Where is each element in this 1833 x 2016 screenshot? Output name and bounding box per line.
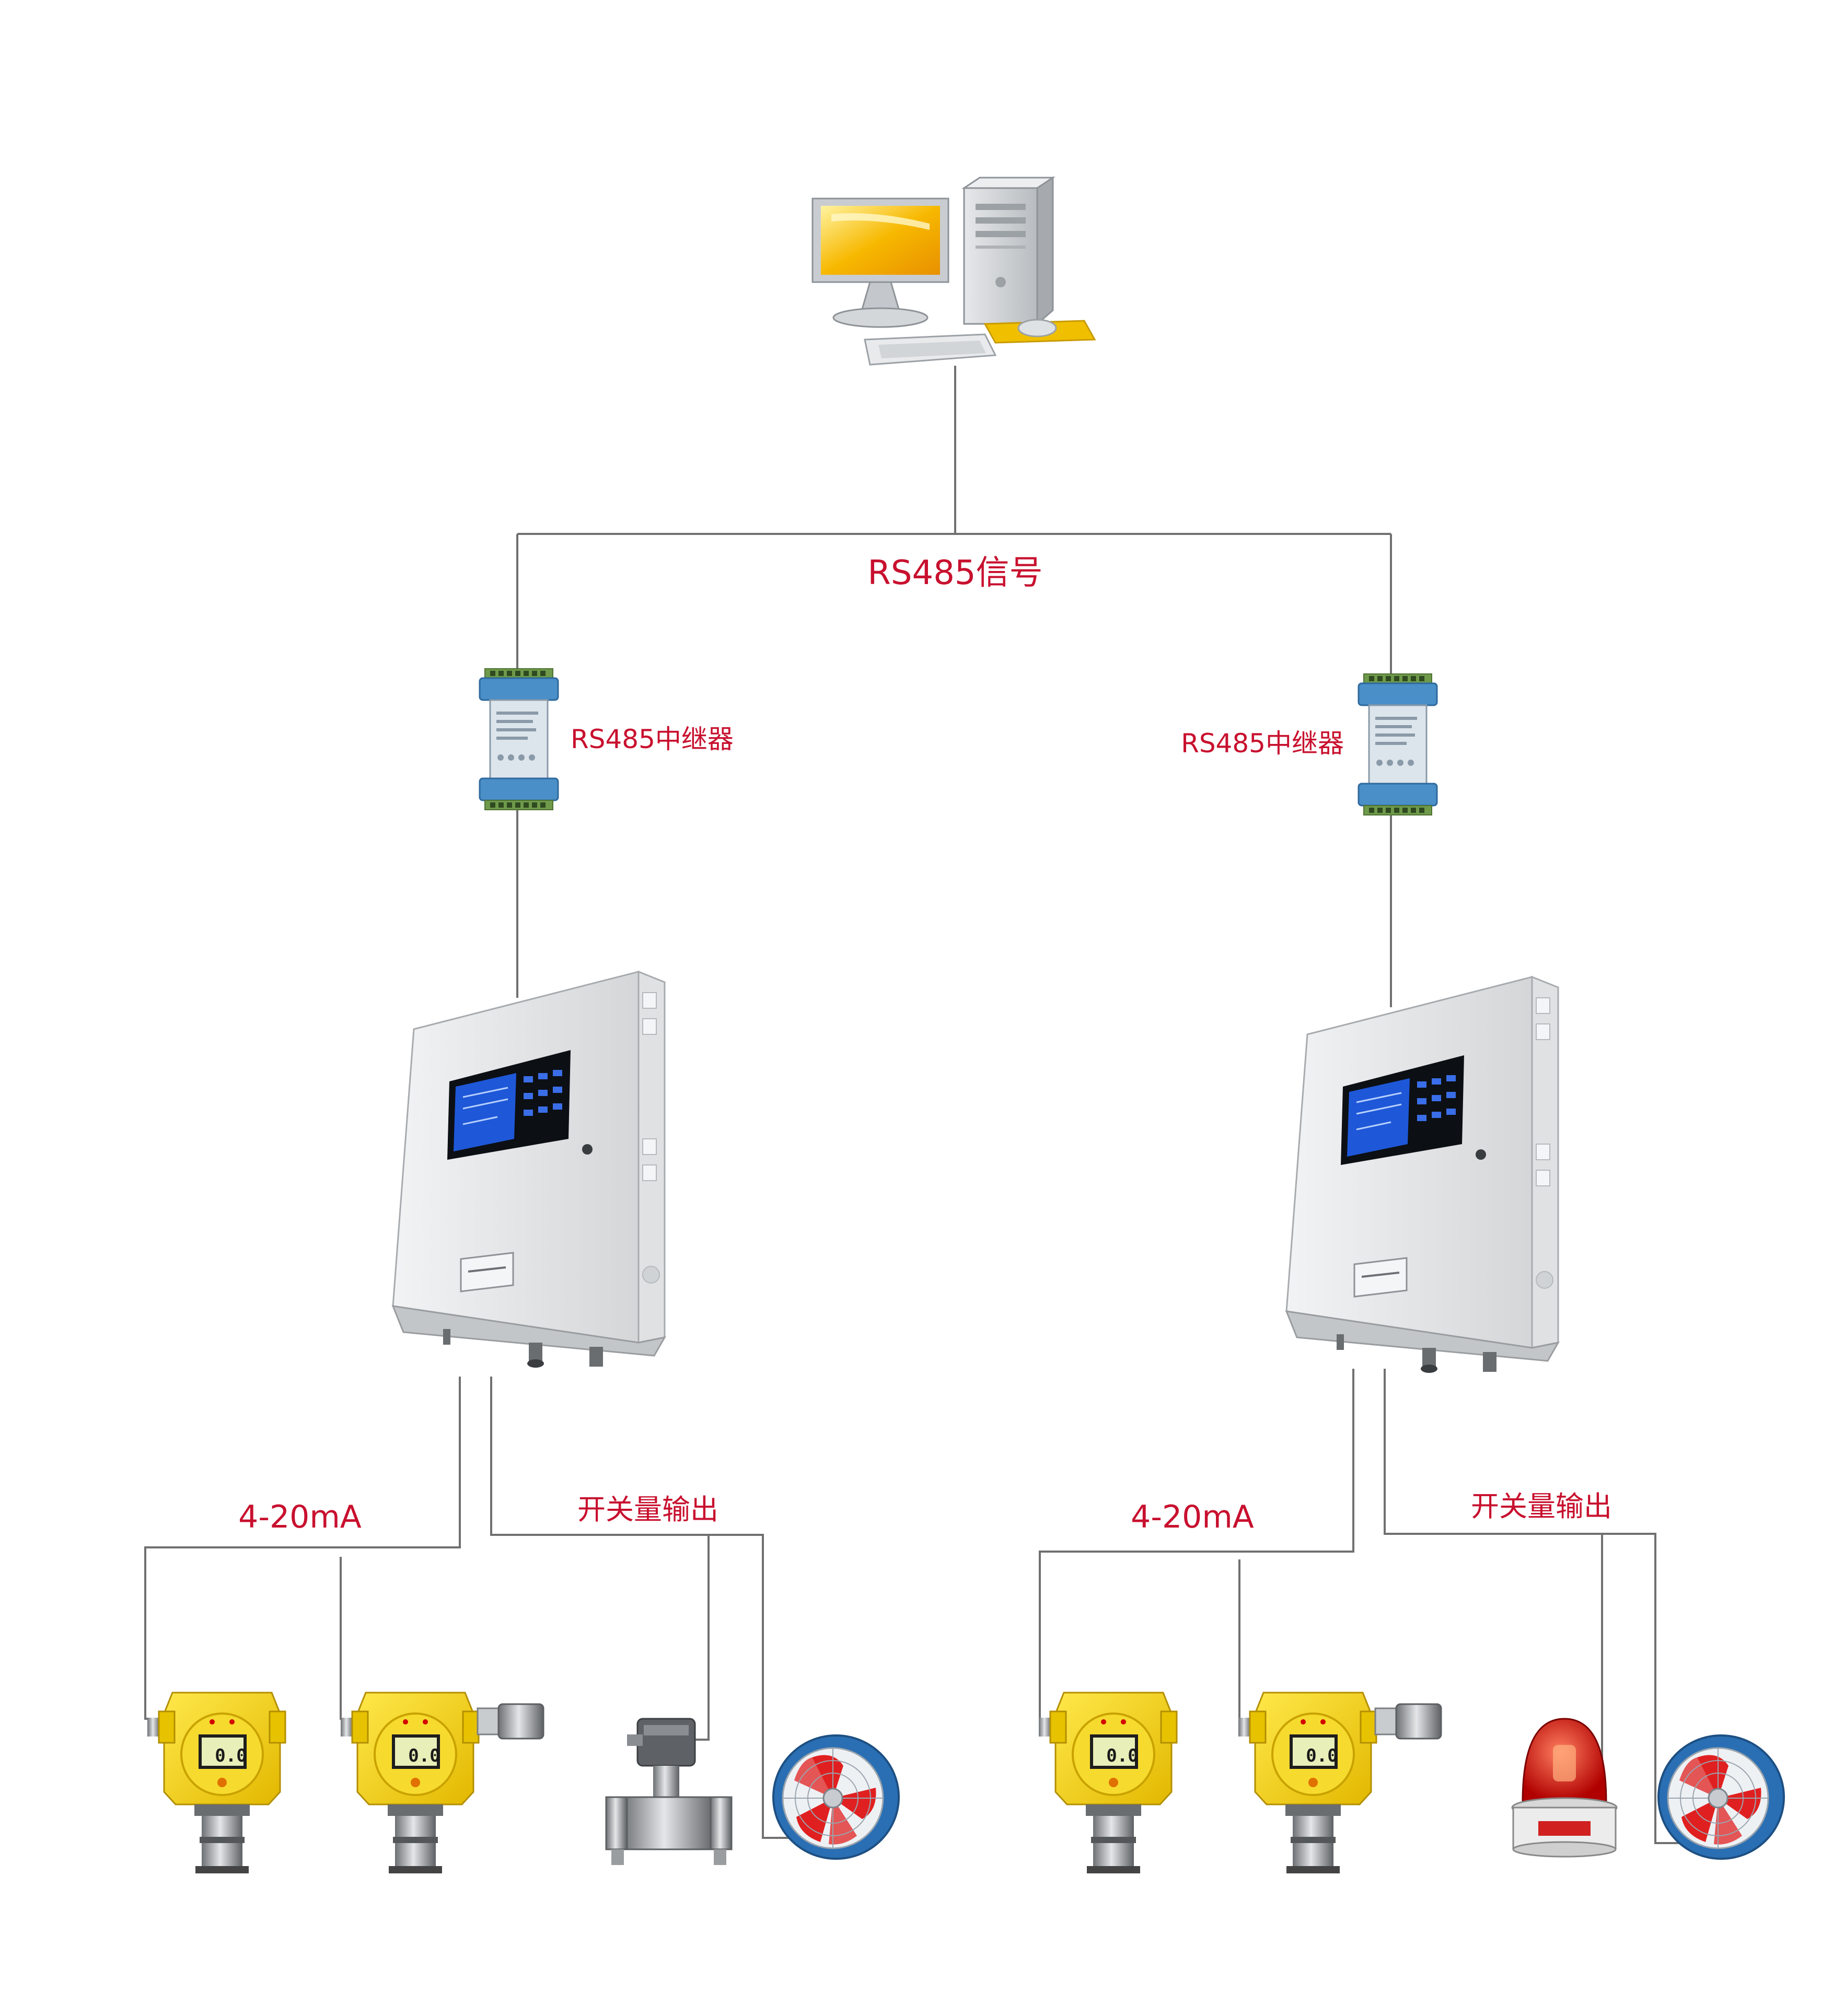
repeater-left-label: RS485中继器 — [571, 724, 734, 754]
rs485-repeater-left-icon — [479, 668, 559, 811]
analog-left-label: 4-20mA — [238, 1499, 362, 1535]
switch-left-label: 开关量输出 — [577, 1493, 718, 1526]
gas-detector-2-icon — [340, 1692, 480, 1874]
detector-2-gland — [477, 1703, 544, 1740]
gas-detector-4-icon — [1237, 1692, 1377, 1874]
detector-2-readout: 0.0 — [408, 1745, 440, 1766]
controller-right-icon — [1285, 976, 1559, 1374]
detector-readouts: 0.0 0.0 0.0 0.0 — [215, 1745, 1338, 1766]
detector-1-readout: 0.0 — [215, 1745, 247, 1766]
detector-4-readout: 0.0 — [1306, 1745, 1338, 1766]
switch-right-label: 开关量输出 — [1471, 1490, 1612, 1523]
repeater-right-label: RS485中继器 — [1181, 728, 1344, 759]
bus-label: RS485信号 — [867, 554, 1042, 592]
gas-detector-1-icon — [146, 1692, 286, 1874]
axial-fan-right-icon — [1657, 1734, 1785, 1860]
bus-wires — [516, 366, 1392, 1007]
rs485-repeater-right-icon — [1358, 673, 1438, 816]
controller-left-icon — [392, 971, 666, 1369]
solenoid-valve-icon — [605, 1718, 733, 1866]
detector-3-readout: 0.0 — [1106, 1745, 1138, 1766]
detector-4-gland — [1374, 1703, 1442, 1740]
host-computer-icon — [811, 177, 1096, 366]
axial-fan-left-icon — [772, 1734, 900, 1860]
gas-detector-3-icon — [1038, 1692, 1178, 1874]
analog-right-label: 4-20mA — [1131, 1499, 1254, 1535]
